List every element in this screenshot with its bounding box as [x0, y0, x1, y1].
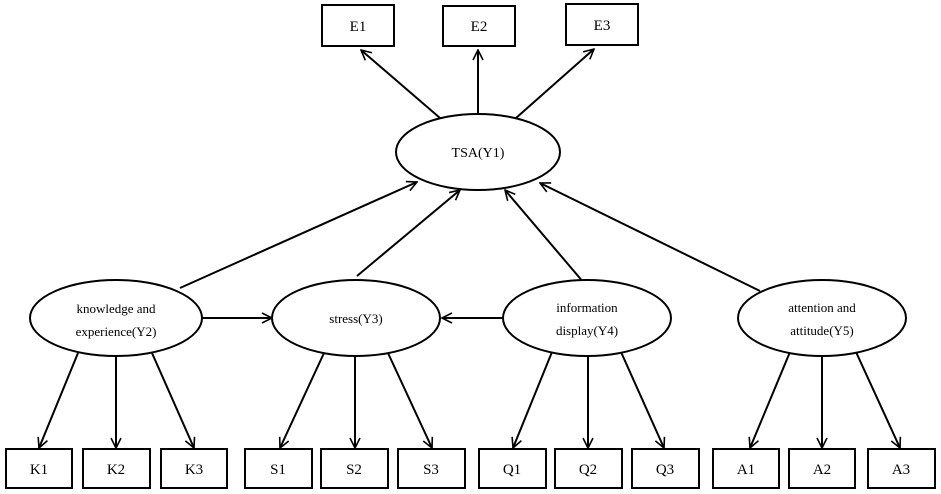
- indicator-s2: S2: [320, 448, 389, 489]
- arrow-y5-y1: [540, 182, 761, 292]
- construct-y1: TSA(Y1): [395, 113, 561, 191]
- indicator-q3: Q3: [631, 448, 700, 489]
- indicator-k3: K3: [160, 448, 228, 489]
- arrow-y1-e3: [515, 49, 594, 119]
- arrow-y5-a1: [750, 351, 791, 448]
- construct-y3: stress(Y3): [271, 279, 441, 357]
- construct-label-line2: attitude(Y5): [790, 323, 854, 338]
- indicator-label: Q2: [579, 462, 597, 478]
- indicator-a1: A1: [712, 448, 780, 489]
- arrow-y4-q1: [513, 351, 553, 448]
- arrow-y3-s3: [387, 352, 432, 448]
- arrow-y1-e1: [361, 50, 441, 119]
- arrow-y4-y1: [505, 190, 585, 284]
- indicator-label: K3: [185, 462, 203, 478]
- indicator-a2: A2: [788, 448, 856, 489]
- construct-label: TSA(Y1): [452, 146, 505, 161]
- indicator-label: E3: [594, 18, 611, 34]
- construct-y4: information display(Y4): [502, 279, 672, 357]
- construct-label-line1: knowledge and: [76, 301, 156, 316]
- indicator-e1: E1: [321, 4, 395, 47]
- indicator-a3: A3: [867, 448, 936, 489]
- indicator-label: K1: [30, 462, 48, 478]
- construct-label: stress(Y3): [329, 311, 382, 326]
- arrow-y3-y1: [356, 190, 460, 277]
- indicator-label: Q1: [503, 462, 521, 478]
- indicator-label: E1: [350, 19, 367, 35]
- construct-y2: knowledge and experience(Y2): [29, 279, 203, 357]
- arrow-y2-k1: [39, 352, 79, 448]
- arrow-y2-k3: [151, 352, 194, 448]
- bottom-indicators: K1 K2 K3 S1 S2 S3 Q1 Q2: [5, 448, 936, 489]
- construct-label-line1: information: [556, 300, 618, 315]
- indicator-label: S1: [270, 462, 286, 478]
- indicator-s1: S1: [244, 448, 313, 489]
- arrow-y3-s1: [280, 352, 325, 448]
- indicator-label: S3: [423, 462, 439, 478]
- top-indicators: E1 E2 E3: [321, 3, 639, 47]
- construct-label-line1: attention and: [788, 300, 856, 315]
- indicator-k1: K1: [5, 448, 73, 489]
- indicator-e3: E3: [565, 3, 639, 46]
- indicator-k2: K2: [82, 448, 151, 489]
- construct-label-line2: experience(Y2): [76, 324, 157, 339]
- arrow-y5-a3: [855, 351, 900, 448]
- indicator-label: A3: [892, 462, 910, 478]
- indicator-e2: E2: [442, 5, 516, 47]
- arrow-y4-q3: [620, 351, 664, 448]
- indicator-s3: S3: [397, 448, 466, 489]
- indicator-label: E2: [471, 19, 488, 35]
- indicator-q1: Q1: [478, 448, 547, 489]
- indicator-label: K2: [107, 462, 125, 478]
- indicator-label: S2: [346, 462, 362, 478]
- indicator-label: Q3: [656, 462, 674, 478]
- indicator-label: A2: [813, 462, 831, 478]
- construct-y5: attention and attitude(Y5): [737, 279, 907, 357]
- indicator-q2: Q2: [554, 448, 623, 489]
- arrow-y2-y1: [179, 182, 417, 289]
- arrows: [39, 49, 900, 448]
- indicator-label: A1: [737, 462, 755, 478]
- construct-label-line2: display(Y4): [556, 323, 618, 338]
